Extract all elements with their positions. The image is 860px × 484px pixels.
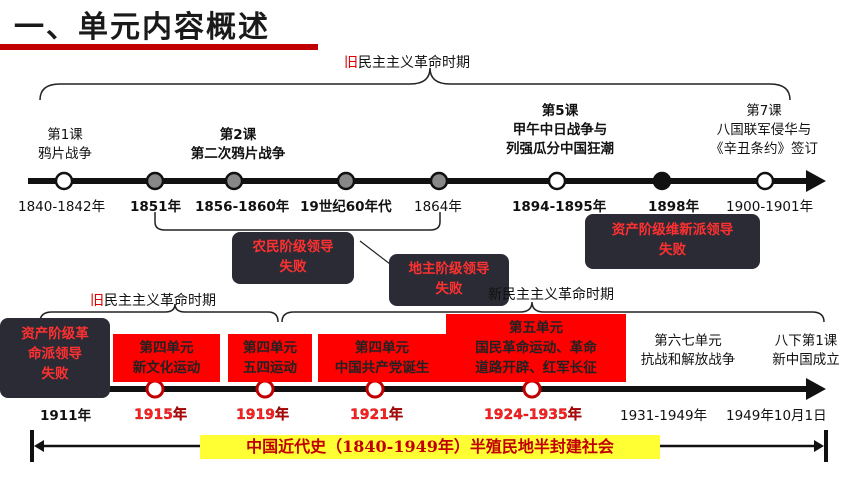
year-1949: 1949年10月1日 [726,408,827,424]
revolutionary-leadership-box: 资产阶级革命派领导失败 [0,318,110,398]
unit-may-fourth-movement: 第四单元五四运动 [228,334,312,382]
unit-new-culture-movement: 第四单元新文化运动 [113,334,220,382]
landlord-leadership-box: 地主阶级领导失败 [389,254,509,306]
year-1851: 1851年 [130,199,182,215]
node-1924 [522,379,542,399]
year-1931: 1931-1949年 [620,408,708,424]
node-1898 [652,171,672,191]
bottom-old-era-brace [39,303,279,323]
bottom-timeline-arrowhead [806,378,826,400]
node-1860s [336,171,356,191]
node-1915 [145,379,165,399]
node-1900 [755,171,775,191]
year-1919: 1919年 [236,407,289,423]
year-1921: 1921年 [350,407,403,423]
bottom-new-era-label: 新民主主义革命时期 [488,287,614,303]
page-title: 一、单元内容概述 [14,10,270,45]
year-1864: 1864年 [414,199,462,215]
unit-ccp-founding: 第四单元中国共产党诞生 [318,334,446,382]
event-second-opium-war: 第2课第二次鸦片战争 [190,127,286,162]
year-1900: 1900-1901年 [726,199,814,215]
node-1864 [429,171,449,191]
event-opium-war: 第1课鸦片战争 [38,127,92,162]
year-1894: 1894-1895年 [512,199,607,215]
year-1915: 1915年 [134,407,187,423]
event-war-of-resistance: 第六七单元抗战和解放战争 [640,333,736,368]
event-eight-nation-alliance: 第7课八国联军侵华与《辛丑条约》签订 [710,103,818,157]
year-1898: 1898年 [648,199,700,215]
modern-history-caption: 中国近代史（1840-1949年）半殖民地半封建社会 [200,435,660,459]
peasant-leadership-box: 农民阶级领导失败 [232,232,354,284]
node-1840 [54,171,74,191]
unit-national-revolution: 第五单元国民革命运动、革命道路开辟、红军长征 [446,314,626,382]
top-timeline-arrowhead [806,170,826,192]
year-1860s: 19世纪60年代 [300,199,392,215]
top-era-label: 旧民主主义革命时期 [344,55,470,71]
node-1851 [145,171,165,191]
node-1919 [255,379,275,399]
bottom-old-era-label: 旧民主主义革命时期 [90,293,216,309]
taiping-bracket [154,212,441,231]
reformist-leadership-box: 资产阶级维新派领导失败 [585,214,760,269]
node-1894 [547,171,567,191]
event-prc-founding: 八下第1课新中国成立 [772,333,840,368]
year-1840: 1840-1842年 [18,199,106,215]
year-1856: 1856-1860年 [195,199,290,215]
year-1924: 1924-1935年 [484,407,582,423]
bottom-new-era-brace [281,301,825,323]
top-era-brace [39,67,791,101]
title-underline [0,44,318,50]
year-1911: 1911年 [40,408,92,424]
event-sino-japanese-war: 第5课甲午中日战争与列强瓜分中国狂潮 [506,103,614,157]
node-1856 [224,171,244,191]
node-1921 [365,379,385,399]
